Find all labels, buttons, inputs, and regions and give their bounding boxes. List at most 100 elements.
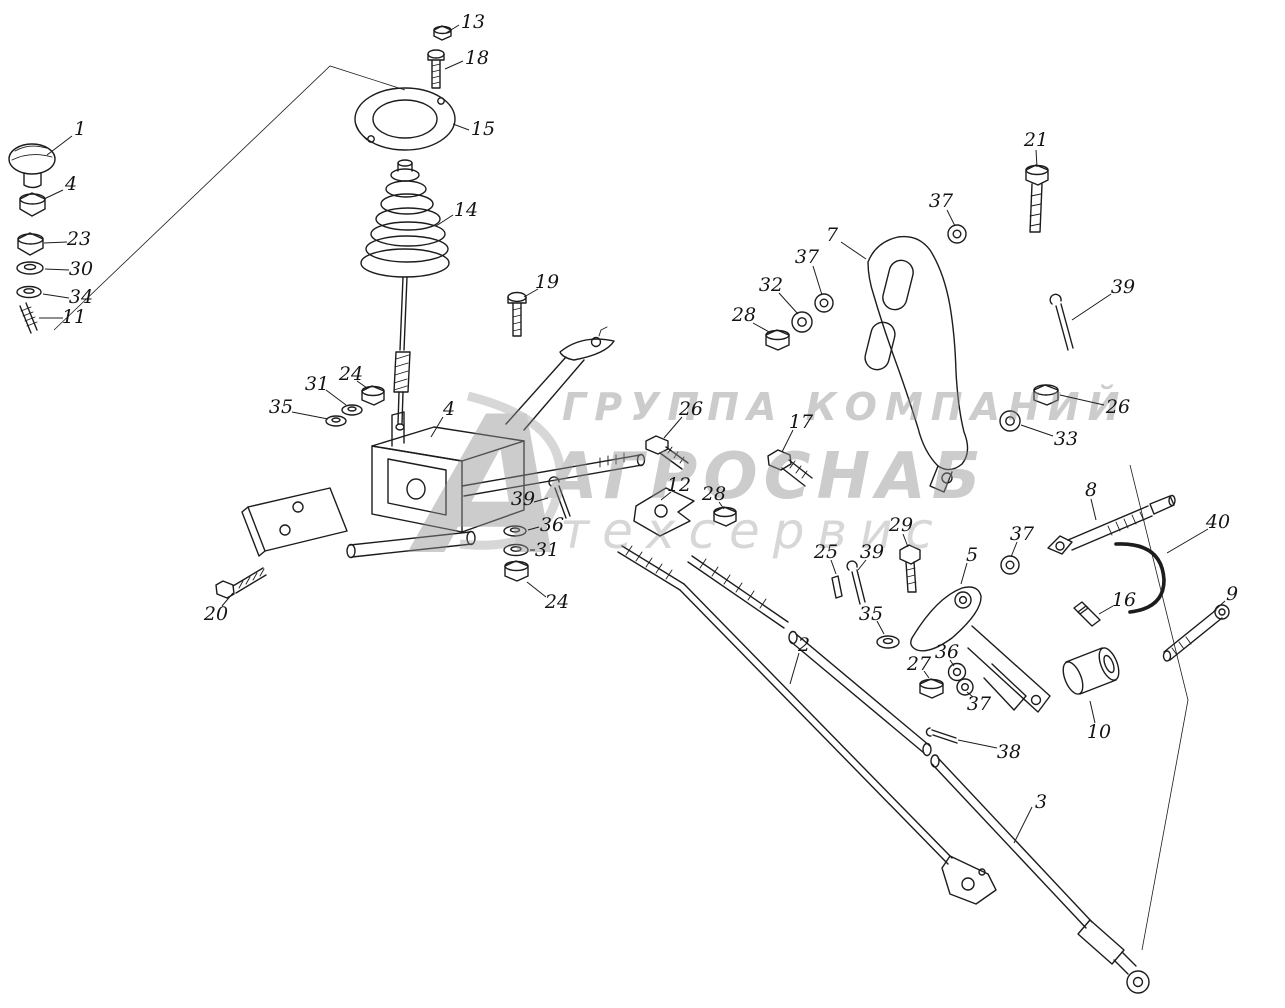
watermark-company-sub: техсервис — [560, 502, 946, 560]
callout-leader-39 — [533, 497, 549, 503]
part-27-nut — [919, 678, 944, 699]
callout-label-34: 34 — [69, 286, 93, 308]
part-31-washer-left — [341, 404, 363, 416]
part-39-cotter-pin-mid — [846, 560, 866, 605]
callout-label-21: 21 — [1023, 129, 1048, 151]
callout-label-28: 28 — [731, 304, 756, 326]
watermark-logo-letter: А — [407, 376, 567, 597]
callout-leader-28 — [718, 501, 725, 510]
part-26-nut-right — [1033, 384, 1059, 406]
callout-leader-39 — [1071, 293, 1112, 321]
callout-leader-37 — [1010, 541, 1018, 558]
callout-label-38: 38 — [997, 741, 1021, 763]
callout-label-31: 31 — [535, 539, 559, 561]
callout-label-37: 37 — [1010, 523, 1035, 545]
callout-leader-28 — [752, 322, 772, 334]
part-20-bolt — [215, 567, 267, 599]
callout-leader-24 — [526, 581, 547, 598]
part-14-rubber-boot — [360, 159, 450, 278]
callout-label-5: 5 — [966, 544, 978, 566]
callout-leader-31 — [325, 389, 347, 406]
part-38-pin — [925, 727, 958, 744]
part-25-pin — [831, 575, 843, 599]
callout-leader-20 — [221, 592, 234, 607]
callout-label-39: 39 — [511, 488, 535, 510]
callout-label-3: 3 — [1035, 791, 1047, 813]
part-29-bolt — [899, 544, 921, 593]
callout-leader-39 — [857, 559, 867, 571]
callout-label-4: 4 — [64, 173, 77, 195]
callout-label-12: 12 — [667, 474, 691, 496]
callout-label-11: 11 — [62, 306, 86, 328]
part-9-rod — [1162, 604, 1230, 662]
part-17-bolt — [767, 449, 813, 487]
part-32-washer — [791, 311, 813, 333]
callout-leader-12 — [660, 491, 672, 501]
callout-label-20: 20 — [203, 603, 228, 625]
part-24-nut-center — [504, 560, 529, 582]
part-8-rod — [1047, 494, 1176, 555]
callout-label-24: 24 — [338, 363, 363, 385]
callout-leader-7 — [840, 241, 867, 260]
callout-label-35: 35 — [859, 603, 883, 625]
callout-label-10: 10 — [1087, 721, 1111, 743]
callout-leader-37 — [966, 691, 974, 698]
part-28-nut-right — [765, 329, 790, 351]
callout-leader-38 — [957, 739, 998, 749]
part-30-washer — [16, 261, 44, 275]
callout-leader-3 — [1013, 806, 1033, 844]
callout-leader-14 — [435, 214, 454, 227]
callout-leader-4 — [43, 189, 64, 200]
part-28-nut-center — [713, 506, 737, 527]
callout-leader-2 — [789, 652, 800, 685]
gear-lever-shaft — [393, 276, 411, 431]
part-3-control-cable — [687, 555, 1150, 994]
callout-label-31: 31 — [305, 373, 329, 395]
part-26-bolt-center — [645, 435, 689, 470]
part-15-flange-ring — [354, 87, 456, 151]
callout-label-35: 35 — [269, 396, 293, 418]
callout-leader-8 — [1090, 498, 1097, 521]
callout-label-29: 29 — [888, 514, 913, 536]
callout-label-2: 2 — [797, 634, 810, 656]
callout-label-25: 25 — [813, 541, 838, 563]
callout-leader-5 — [960, 562, 968, 585]
part-37-washer-b — [814, 293, 834, 313]
callout-label-19: 19 — [535, 271, 559, 293]
callout-label-26: 26 — [1105, 396, 1130, 418]
callout-leader-17 — [781, 429, 794, 453]
callout-leader-21 — [1035, 149, 1038, 168]
callout-label-36: 36 — [540, 514, 564, 536]
part-1-gear-knob — [8, 143, 56, 189]
callout-leader-30 — [44, 268, 70, 271]
watermark-company-name: АГРОСНАБ — [543, 440, 986, 514]
callout-leader-37 — [812, 265, 823, 296]
callout-label-26: 26 — [678, 398, 703, 420]
watermark: А ГРУППА КОМПАНИЙ АГРОСНАБ техсервис — [407, 376, 1119, 597]
callout-leader-1 — [46, 135, 73, 156]
callout-label-17: 17 — [789, 411, 814, 433]
part-10-sleeve — [1062, 647, 1120, 695]
part-4-nut — [19, 192, 46, 217]
callout-label-18: 18 — [465, 47, 489, 69]
part-39-cotter-pin-center — [548, 476, 571, 519]
callout-leader-29 — [902, 533, 909, 548]
part-33-washer — [999, 410, 1021, 432]
callout-label-24: 24 — [544, 591, 569, 613]
callout-leader-35 — [291, 411, 329, 420]
callout-leader-35 — [876, 620, 885, 635]
callout-label-37: 37 — [795, 246, 820, 268]
callout-label-40: 40 — [1205, 511, 1230, 533]
part-24-nut-left — [361, 385, 385, 406]
callout-label-14: 14 — [454, 199, 478, 221]
part-35-washer-left — [325, 415, 347, 427]
callout-leader-23 — [43, 241, 68, 244]
housing-bracket — [371, 411, 525, 533]
shift-lever-upper-arm — [505, 326, 615, 431]
callout-leader-34 — [42, 293, 70, 299]
part-34-washer — [16, 285, 42, 299]
callout-leader-32 — [778, 292, 799, 315]
callout-leader-26 — [663, 416, 683, 439]
